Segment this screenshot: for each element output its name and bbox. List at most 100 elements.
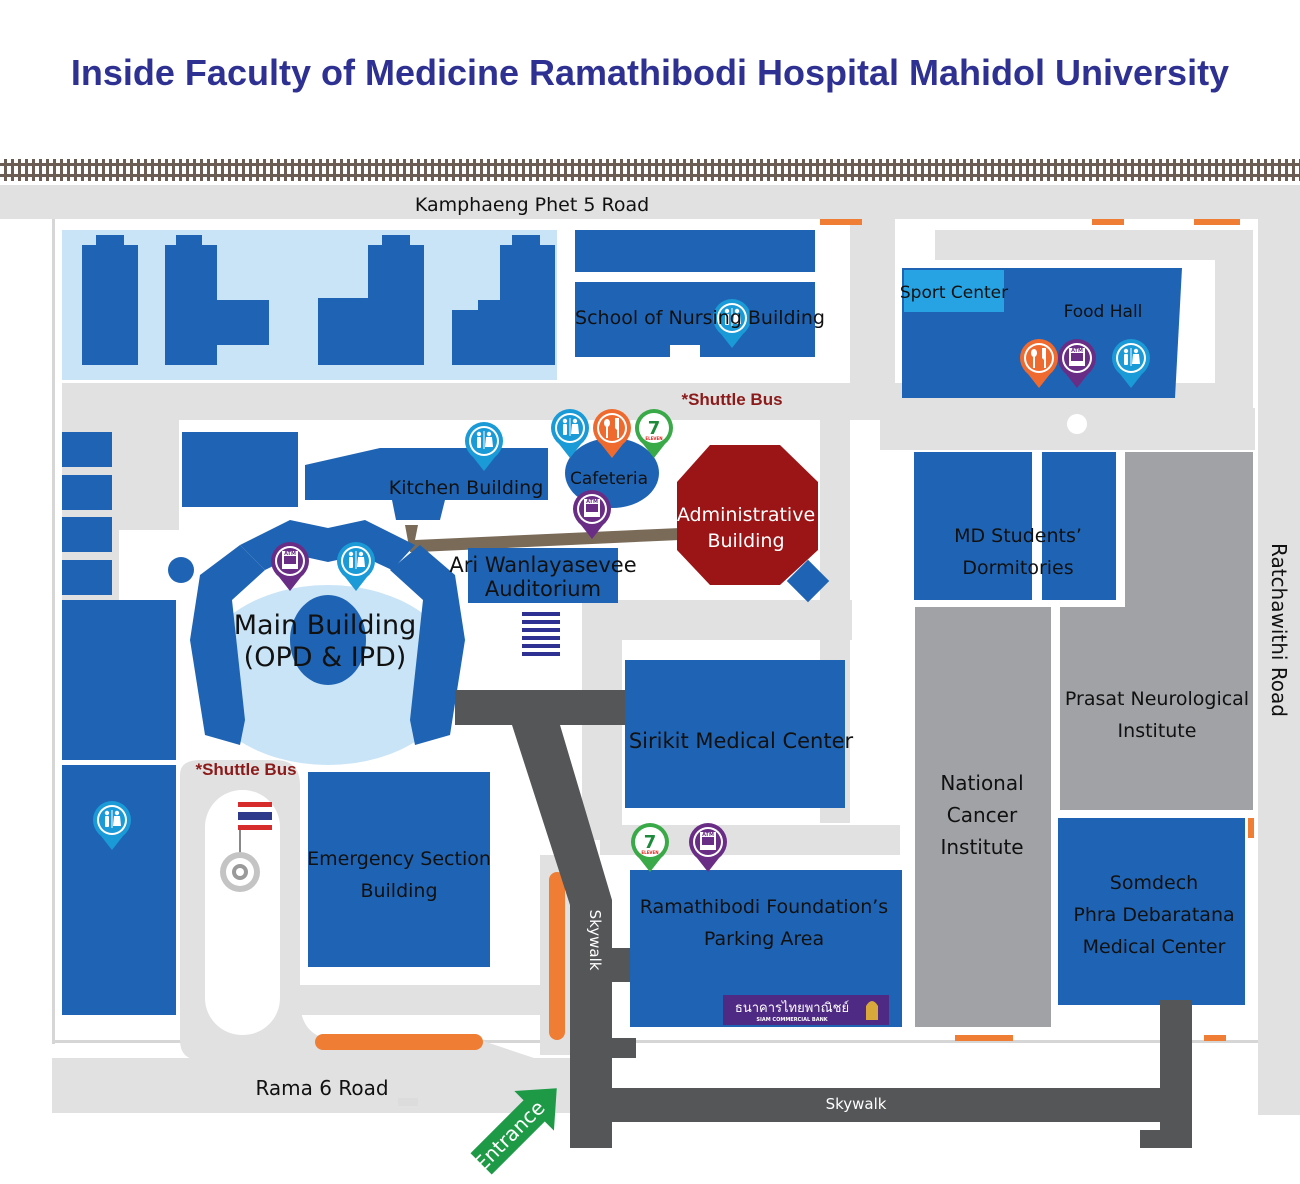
kamphaeng-phet-road-label: Kamphaeng Phet 5 Road <box>415 194 649 216</box>
prasat-neurological-institute[interactable] <box>1060 607 1253 810</box>
somdech-label-1: Somdech <box>1110 872 1198 894</box>
emergency-section-building[interactable] <box>308 772 490 967</box>
railway-tie <box>669 159 672 181</box>
railway-tie <box>1278 159 1281 181</box>
railway-tie <box>1005 159 1008 181</box>
railway-tie <box>690 159 693 181</box>
national-cancer-institute[interactable] <box>915 607 1051 1027</box>
railway-tie <box>319 159 322 181</box>
railway-tie <box>1019 159 1022 181</box>
railway-tie <box>949 159 952 181</box>
railway-tie <box>249 159 252 181</box>
railway-tie <box>704 159 707 181</box>
railway-tie <box>1250 159 1253 181</box>
bank-thai-name: ธนาคารไทยพาณิชย์ <box>735 1000 849 1016</box>
administrative-building[interactable] <box>677 445 818 585</box>
railway-tie <box>501 159 504 181</box>
railway-tie <box>585 159 588 181</box>
railway-tie <box>900 159 903 181</box>
seven-eleven-icon[interactable] <box>631 823 669 872</box>
railway <box>0 159 1300 181</box>
dormitory-b[interactable] <box>1042 452 1116 600</box>
skywalk-horizontal-label: Skywalk <box>826 1095 887 1113</box>
atm-icon[interactable] <box>271 542 309 591</box>
dormitory-label-2: Dormitories <box>962 557 1073 579</box>
railway-tie <box>263 159 266 181</box>
railway-tie <box>816 159 819 181</box>
railway-tie <box>214 159 217 181</box>
railway-tie <box>221 159 224 181</box>
railway-tie <box>25 159 28 181</box>
railway-tie <box>193 159 196 181</box>
railway-tie <box>186 159 189 181</box>
nci-label-1: National <box>940 771 1023 795</box>
railway-tie <box>697 159 700 181</box>
railway-tie <box>354 159 357 181</box>
railway-tie <box>340 159 343 181</box>
top-left-buildings <box>82 235 555 365</box>
railway-tie <box>872 159 875 181</box>
railway-tie <box>466 159 469 181</box>
railway-tie <box>431 159 434 181</box>
railway-tie <box>305 159 308 181</box>
railway-tie <box>956 159 959 181</box>
railway-tie <box>88 159 91 181</box>
main-building-label-1: Main Building <box>234 610 417 641</box>
skywalk-vertical-label: Skywalk <box>586 910 604 971</box>
railway-tie <box>823 159 826 181</box>
railway-tie <box>641 159 644 181</box>
admin-label-2: Building <box>707 530 784 552</box>
restroom-icon[interactable] <box>337 542 375 591</box>
dormitory-label-1: MD Students’ <box>954 525 1082 547</box>
railway-tie <box>732 159 735 181</box>
railway-tie <box>256 159 259 181</box>
railway-tie <box>781 159 784 181</box>
school-of-nursing-building[interactable] <box>575 282 815 357</box>
railway-tie <box>515 159 518 181</box>
railway-tie <box>984 159 987 181</box>
atm-icon[interactable] <box>689 823 727 872</box>
railway-tie <box>396 159 399 181</box>
gates <box>315 219 1254 1050</box>
sport-center[interactable] <box>904 270 1004 312</box>
railway-tie <box>795 159 798 181</box>
emergency-label-1: Emergency Section <box>307 848 491 870</box>
railway-tie <box>1229 159 1232 181</box>
admin-label-1: Administrative <box>677 504 815 526</box>
railway-tie <box>557 159 560 181</box>
railway-tie <box>11 159 14 181</box>
rama-6-road-label: Rama 6 Road <box>255 1076 388 1100</box>
railway-tie <box>1089 159 1092 181</box>
railway-tie <box>599 159 602 181</box>
railway-tie <box>851 159 854 181</box>
railway-tie <box>333 159 336 181</box>
sirikit-medical-center[interactable] <box>625 660 845 808</box>
auditorium[interactable] <box>468 548 618 603</box>
dormitory-a[interactable] <box>914 452 1032 600</box>
railway-tie <box>1243 159 1246 181</box>
railway-tie <box>1082 159 1085 181</box>
railway-tie <box>571 159 574 181</box>
railway-tie <box>81 159 84 181</box>
railway-tie <box>67 159 70 181</box>
nci-label-2: Cancer <box>947 803 1018 827</box>
sport-center-label: Sport Center <box>900 283 1008 303</box>
foundation-label-2: Parking Area <box>704 928 824 950</box>
somdech-medical-center[interactable] <box>1058 818 1245 1005</box>
nursing-label: School of Nursing Building <box>575 307 825 329</box>
railway-tie <box>1285 159 1288 181</box>
railway-tie <box>550 159 553 181</box>
railway-tie <box>529 159 532 181</box>
railway-tie <box>1061 159 1064 181</box>
railway-tie <box>921 159 924 181</box>
railway-tie <box>242 159 245 181</box>
railway-tie <box>676 159 679 181</box>
railway-tie <box>991 159 994 181</box>
railway-tie <box>942 159 945 181</box>
ratchawithi-road <box>1258 185 1300 1115</box>
railway-tie <box>1201 159 1204 181</box>
railway-tie <box>382 159 385 181</box>
railway-tie <box>1103 159 1106 181</box>
railway-tie <box>270 159 273 181</box>
